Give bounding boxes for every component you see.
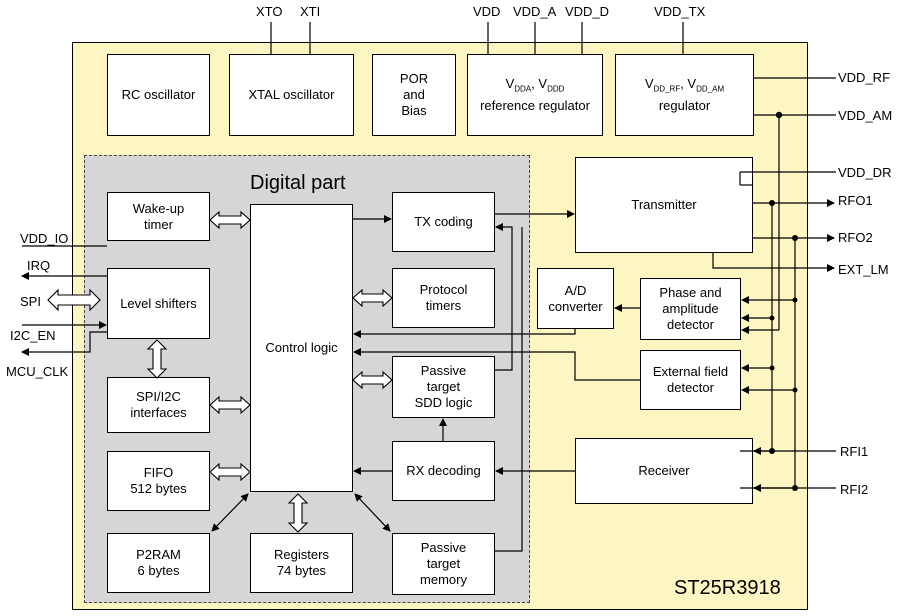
pin-vdd-tx: VDD_TX: [654, 4, 706, 19]
bus-level-spi: [146, 339, 168, 379]
digital-part-title: Digital part: [250, 172, 346, 194]
wire-memory-bus: [495, 227, 523, 552]
pin-vdd-dr: VDD_DR: [838, 165, 892, 180]
phase-amplitude-detector-block: Phase and amplitude detector: [640, 278, 741, 340]
reference-regulator-label: reference regulator: [480, 97, 590, 113]
wire-mcu-clk: [21, 331, 107, 356]
ad-converter-block: A/D converter: [537, 268, 614, 329]
wire-cl-memory: [354, 493, 391, 532]
p2ram-block: P2RAM 6 bytes: [107, 533, 210, 593]
bus-wakeup-cl: [209, 210, 251, 230]
pin-rfi1: RFI1: [840, 444, 869, 459]
junction-vdd-am: [775, 111, 783, 119]
bus-cl-protocol-timers: [352, 288, 393, 308]
pin-rfo1: RFO1: [838, 193, 873, 208]
pin-vdd: VDD: [473, 4, 501, 19]
external-field-detector-block: External field detector: [640, 350, 741, 410]
junction-pa1: [792, 297, 798, 303]
pin-ext-lm: EXT_LM: [838, 262, 889, 277]
passive-target-memory-block: Passive target memory: [392, 533, 495, 595]
wakeup-timer-block: Wake-up timer: [107, 192, 210, 241]
por-bias-block: POR and Bias: [372, 54, 456, 136]
bus-spi-cl: [209, 395, 251, 415]
registers-block: Registers 74 bytes: [250, 533, 353, 593]
wire-adc-cl: [353, 329, 576, 338]
pin-rfo2: RFO2: [838, 230, 873, 245]
receiver-block: Receiver: [575, 438, 753, 504]
fifo-block: FIFO 512 bytes: [107, 451, 210, 511]
pin-vdd-am: VDD_AM: [838, 108, 893, 123]
junction-ef2: [792, 387, 798, 393]
spi-i2c-interfaces-block: SPI/I2C interfaces: [107, 377, 210, 433]
pin-irq: IRQ: [27, 258, 51, 273]
tx-coding-block: TX coding: [392, 192, 495, 252]
pin-rfi2: RFI2: [840, 482, 869, 497]
bus-cl-registers: [287, 493, 309, 533]
pin-xti: XTI: [300, 4, 321, 19]
level-shifters-block: Level shifters: [107, 268, 210, 339]
pin-vdd-io: VDD_IO: [20, 231, 69, 246]
pin-xto: XTO: [256, 4, 283, 19]
rx-decoding-block: RX decoding: [392, 441, 495, 501]
junction-pa2: [769, 315, 775, 321]
pin-spi: SPI: [20, 294, 41, 309]
junction-rfo2: [792, 235, 798, 241]
junction-rfi2: [792, 485, 798, 491]
pin-mcu-clk: MCU_CLK: [6, 364, 69, 379]
junction-rfi1: [769, 448, 775, 454]
wire-p2ram-cl: [211, 493, 249, 532]
pin-vdd-rf: VDD_RF: [838, 70, 891, 85]
junction-rfo1: [769, 200, 775, 206]
rc-oscillator-block: RC oscillator: [107, 54, 210, 136]
reference-regulator-title: VDDA, VDDD: [505, 76, 565, 94]
pin-vdd-d: VDD_D: [565, 4, 610, 19]
wire-sdd-tx-coding: [495, 223, 513, 371]
wire-ef-cl: [353, 348, 640, 381]
bus-spi-pin: [47, 288, 101, 312]
rf-am-regulator-label: regulator: [658, 97, 711, 113]
rf-am-regulator-block: VDD_RF, VDD_AM regulator: [615, 54, 754, 136]
protocol-timers-block: Protocol timers: [392, 268, 495, 328]
bus-cl-sdd: [352, 370, 393, 390]
passive-target-sdd-block: Passive target SDD logic: [392, 356, 495, 418]
pin-i2c-en: I2C_EN: [10, 328, 56, 343]
bus-fifo-cl: [209, 462, 251, 482]
xtal-oscillator-block: XTAL oscillator: [229, 54, 354, 136]
rf-am-regulator-title: VDD_RF, VDD_AM: [644, 76, 725, 94]
chip-name: ST25R3918: [674, 577, 781, 599]
junction-ef1: [769, 365, 775, 371]
transmitter-block: Transmitter: [575, 157, 753, 253]
pin-vdd-a: VDD_A: [513, 4, 557, 19]
control-logic-block: Control logic: [250, 204, 353, 492]
wire-ext-lm: [712, 253, 835, 272]
reference-regulator-block: VDDA, VDDD reference regulator: [467, 54, 603, 136]
